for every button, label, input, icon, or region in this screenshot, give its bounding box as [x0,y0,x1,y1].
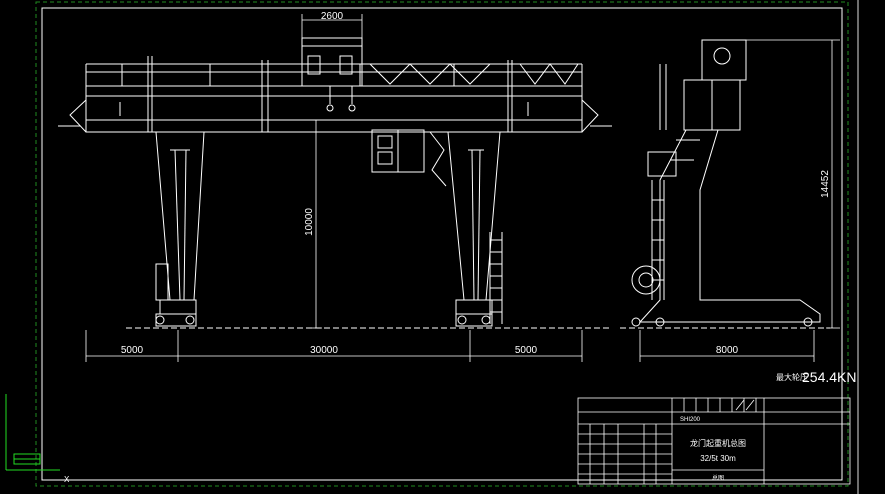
title-spec: 32/5t 30m [700,454,736,463]
ladder [489,232,503,324]
dim-total-height: 14452 [820,170,831,198]
trolley [301,37,363,112]
dim-base-width: 8000 [716,345,739,356]
left-leg [155,131,205,301]
title-block [577,397,851,485]
side-elevation [620,39,830,329]
front-dimensions [85,14,583,362]
dim-right-cantilever: 5000 [515,345,538,356]
side-leg [638,129,821,323]
max-wheel-load-value: 254.4KN [802,369,856,385]
max-wheel-load-label: 最大轮压 [776,372,808,382]
ucs-x-label: X [64,475,70,484]
title-stamp: 总图 [712,474,724,482]
dim-left-cantilever: 5000 [121,345,144,356]
front-elevation [58,37,612,329]
dim-lift-height: 10000 [304,208,315,236]
drawing-frame [35,0,859,494]
girder-railing [85,56,583,132]
dim-trolley-track: 2600 [321,11,344,22]
dim-span: 30000 [310,345,338,356]
title-drawing-no: SHI200 [680,417,701,423]
side-trolley [701,39,747,81]
side-dimensions [639,39,840,362]
cable-reel [631,265,661,295]
side-stairs [647,151,677,300]
title-product-name: 龙门起重机总图 [690,438,746,448]
ucs-icon [5,394,60,471]
